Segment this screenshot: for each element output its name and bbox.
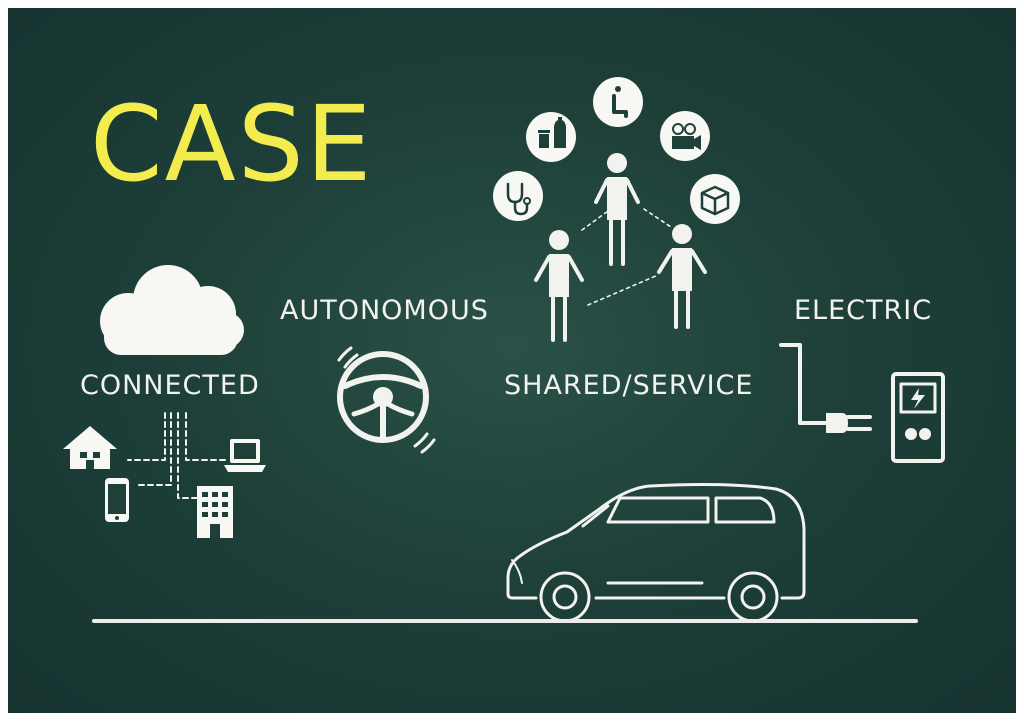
charger-icon: [891, 372, 945, 463]
box-icon: [690, 174, 740, 224]
film-camera-icon: [660, 111, 710, 161]
illustration: [63, 77, 945, 623]
label-electric: ELECTRIC: [794, 295, 933, 326]
seat-icon: [593, 77, 643, 127]
label-autonomous: AUTONOMOUS: [280, 295, 489, 326]
label-connected: CONNECTED: [80, 370, 260, 401]
laptop-icon: [224, 439, 266, 472]
label-shared-service: SHARED/SERVICE: [504, 370, 754, 401]
steering-wheel-icon: [337, 351, 429, 443]
person-icon: [534, 230, 584, 342]
person-icon: [657, 224, 707, 329]
cloud-icon: [100, 265, 244, 355]
motion-marks: [337, 346, 436, 454]
person-icon: [594, 153, 640, 266]
sharing-links: [581, 208, 672, 306]
smartphone-icon: [105, 478, 129, 522]
building-icon: [197, 486, 233, 538]
drinks-icon: [526, 112, 576, 162]
house-icon: [63, 426, 117, 469]
case-title: CASE: [90, 83, 374, 205]
chalkboard: CASE CONNECTED AUTONOMOUS SHARED/SERVICE…: [8, 8, 1016, 713]
plug-icon: [779, 343, 872, 433]
connection-lines: [127, 412, 229, 499]
car-icon: [506, 483, 806, 623]
stethoscope-icon: [493, 171, 543, 221]
